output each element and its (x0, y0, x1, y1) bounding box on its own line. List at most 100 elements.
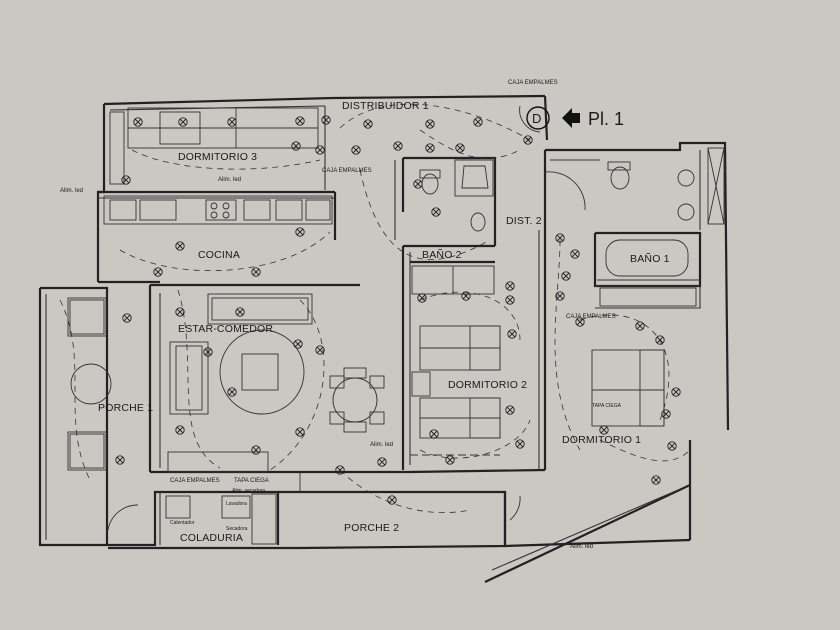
light-fixture-icon (655, 335, 665, 345)
light-fixture-cross (228, 118, 236, 126)
light-fixture-cross (418, 294, 426, 302)
light-fixture-icon (295, 116, 305, 126)
light-fixture-cross (556, 234, 564, 242)
light-fixture-icon (387, 495, 397, 505)
light-fixture-icon (599, 425, 609, 435)
light-fixture-icon (115, 455, 125, 465)
light-fixture-icon (455, 143, 465, 153)
caja-empalmes-right: CAJA EMPALMES (566, 314, 616, 320)
light-fixture-cross (414, 180, 422, 188)
circuits (59, 103, 691, 513)
light-fixture-icon (121, 175, 131, 185)
light-fixture-cross (571, 250, 579, 258)
light-fixture-icon (445, 455, 455, 465)
light-fixture-icon (203, 347, 213, 357)
room-dormitorio-3: DORMITORIO 3 (178, 151, 257, 163)
light-fixture-icon (429, 429, 439, 439)
light-fixture-cross (474, 118, 482, 126)
room-porche-2: PORCHE 2 (344, 522, 399, 534)
light-fixture-cross (562, 272, 570, 280)
room-coladuria: COLADURIA (180, 532, 243, 544)
light-fixture-cross (116, 456, 124, 464)
room-distribuidor-1: DISTRIBUIDOR 1 (342, 100, 429, 112)
light-fixture-cross (394, 142, 402, 150)
light-fixture-icon (153, 267, 163, 277)
light-fixture-icon (321, 115, 331, 125)
light-fixture-icon (235, 307, 245, 317)
light-fixture-cross (652, 476, 660, 484)
light-fixture-icon (523, 135, 533, 145)
light-fixture-cross (432, 208, 440, 216)
light-fixture-cross (426, 144, 434, 152)
light-fixture-cross (296, 228, 304, 236)
light-fixture-icon (575, 317, 585, 327)
room-bano-1: BAÑO 1 (630, 252, 670, 265)
light-fixture-icon (133, 117, 143, 127)
alim-led-left: Alim. led (60, 188, 83, 194)
light-fixture-icon (393, 141, 403, 151)
light-fixture-icon (515, 439, 525, 449)
section-marker: D Pl. 1 (526, 106, 624, 130)
alim-led-bottom: Alim. led (570, 544, 593, 550)
light-fixture-icon (507, 329, 517, 339)
light-fixture-icon (555, 291, 565, 301)
light-fixture-cross (296, 428, 304, 436)
light-fixture-cross (388, 496, 396, 504)
plan-label: Pl. 1 (588, 109, 624, 129)
light-fixture-cross (292, 142, 300, 150)
light-fixture-icon (417, 293, 427, 303)
light-fixture-cross (352, 146, 360, 154)
light-fixture-icon (661, 409, 671, 419)
light-fixture-cross (316, 146, 324, 154)
light-fixture-icon (295, 227, 305, 237)
light-fixture-icon (363, 119, 373, 129)
light-fixture-cross (524, 136, 532, 144)
light-fixture-icon (227, 387, 237, 397)
light-fixture-cross (322, 116, 330, 124)
light-fixture-icon (291, 141, 301, 151)
light-fixture-icon (651, 475, 661, 485)
light-fixture-icon (431, 207, 441, 217)
caja-empalmes-mid: CAJA EMPALMES (322, 168, 372, 174)
light-fixture-cross (506, 406, 514, 414)
light-fixture-icon (175, 241, 185, 251)
light-fixture-cross (430, 430, 438, 438)
light-fixture-cross (236, 308, 244, 316)
light-fixture-cross (179, 118, 187, 126)
light-fixture-cross (656, 336, 664, 344)
light-fixture-cross (176, 242, 184, 250)
light-fixture-cross (204, 348, 212, 356)
room-porche-1: PORCHE 1 (98, 402, 153, 414)
tapa-ciega-right: TAPA CIEGA (592, 403, 622, 409)
light-fixture-icon (377, 457, 387, 467)
light-fixture-cross (252, 446, 260, 454)
marker-letter: D (532, 111, 541, 126)
annotations: CAJA EMPALMES CAJA EMPALMES CAJA EMPALME… (60, 80, 622, 550)
light-fixture-icon (413, 179, 423, 189)
light-fixture-cross (576, 318, 584, 326)
light-fixture-cross (556, 292, 564, 300)
calentador-label: Calentador (170, 520, 195, 526)
light-fixture-icon (570, 249, 580, 259)
light-fixture-icon (425, 119, 435, 129)
light-fixture-icon (251, 445, 261, 455)
light-fixture-icon (293, 339, 303, 349)
caja-empalmes-top: CAJA EMPALMES (508, 80, 558, 86)
light-fixture-cross (176, 308, 184, 316)
light-fixture-icon (175, 307, 185, 317)
arrow-icon (562, 108, 580, 128)
light-fixture-icon (251, 267, 261, 277)
alim-secadora: Alim. secadora (232, 488, 265, 494)
furniture (67, 107, 725, 545)
light-fixture-cross (668, 442, 676, 450)
light-fixture-icon (295, 427, 305, 437)
doors (107, 105, 586, 531)
alim-led-center: Alim. led (370, 442, 393, 448)
light-fixture-cross (336, 466, 344, 474)
light-fixture-cross (426, 120, 434, 128)
light-fixture-icon (473, 117, 483, 127)
light-fixture-icon (505, 405, 515, 415)
light-fixture-icon (425, 143, 435, 153)
light-fixture-cross (123, 314, 131, 322)
